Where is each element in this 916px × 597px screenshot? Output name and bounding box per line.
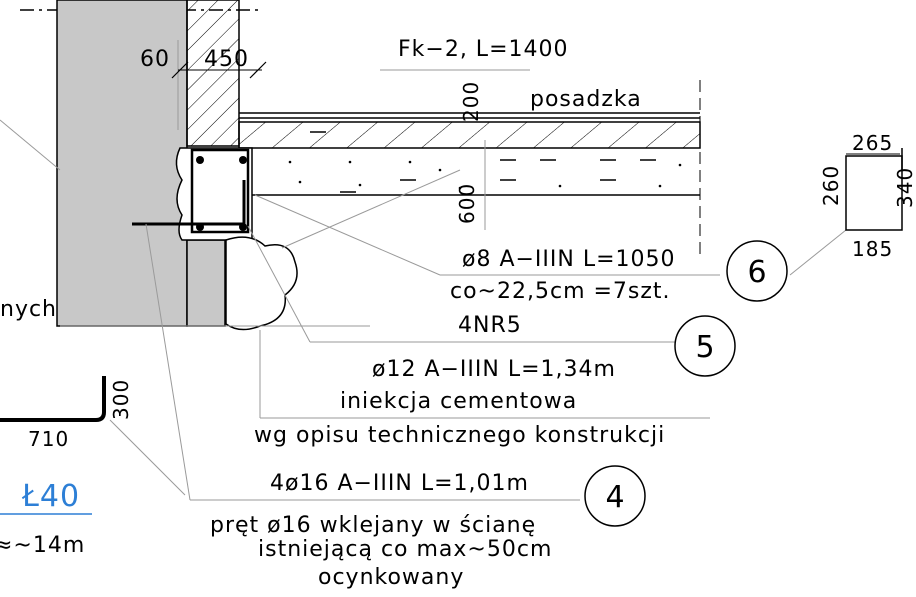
bar6-line2: co~22,5cm =7szt. <box>450 279 671 304</box>
stirrup-340: 340 <box>893 167 916 208</box>
label-fk2: Fk−2, L=1400 <box>398 37 569 62</box>
existing-wall <box>56 0 226 327</box>
dim-710: 710 <box>28 427 69 451</box>
bar4-line1: 4ø16 A−IIIN L=1,01m <box>270 471 529 496</box>
injection-area <box>225 236 298 331</box>
stirrup-265: 265 <box>852 131 893 155</box>
dim-600: 600 <box>455 183 479 224</box>
note-line3: ocynkowany <box>318 565 464 590</box>
injection-line1: iniekcja cementowa <box>340 389 577 414</box>
dim-200: 200 <box>459 81 483 122</box>
callout-bar-5: 4NR5 ø12 A−IIIN L=1,34m 5 <box>372 313 736 382</box>
bent-bar: 710 300 <box>0 376 133 451</box>
dim-450: 450 <box>204 47 249 72</box>
label-posadzka: posadzka <box>530 87 642 112</box>
floor-slab <box>238 80 701 260</box>
callout-bar-6: ø8 A−IIIN L=1050 co~22,5cm =7szt. 6 <box>450 240 788 304</box>
stirrup-260: 260 <box>819 165 843 206</box>
partial-label-14m: ≈~14m <box>0 533 85 558</box>
bar5-line1: ø12 A−IIIN L=1,34m <box>372 357 616 382</box>
bar5-number: 5 <box>695 330 714 365</box>
injection-line2: wg opisu technicznego konstrukcji <box>254 423 665 448</box>
new-wall-hatched <box>186 0 240 147</box>
partial-title-l40: Ł40 <box>21 479 80 514</box>
bar6-number: 6 <box>747 255 766 290</box>
dim-60: 60 <box>140 47 170 72</box>
bar5-line0: 4NR5 <box>458 313 522 338</box>
note-line2: istniejącą co max~50cm <box>258 537 552 562</box>
bar6-line1: ø8 A−IIIN L=1050 <box>462 247 676 272</box>
top-dimension: 60 450 <box>140 40 267 130</box>
stirrup-185: 185 <box>852 237 893 261</box>
ring-beam <box>132 147 253 241</box>
partial-label-nych: nych <box>0 297 57 322</box>
bar4-number: 4 <box>605 480 624 515</box>
callout-bar-4: 4ø16 A−IIIN L=1,01m 4 pręt ø16 wklejany … <box>210 465 646 590</box>
stirrup-shape: 265 260 185 340 <box>819 131 916 261</box>
dim-300: 300 <box>109 379 133 420</box>
note-line1: pręt ø16 wklejany w ścianę <box>210 513 536 538</box>
leader-lines <box>0 119 847 501</box>
